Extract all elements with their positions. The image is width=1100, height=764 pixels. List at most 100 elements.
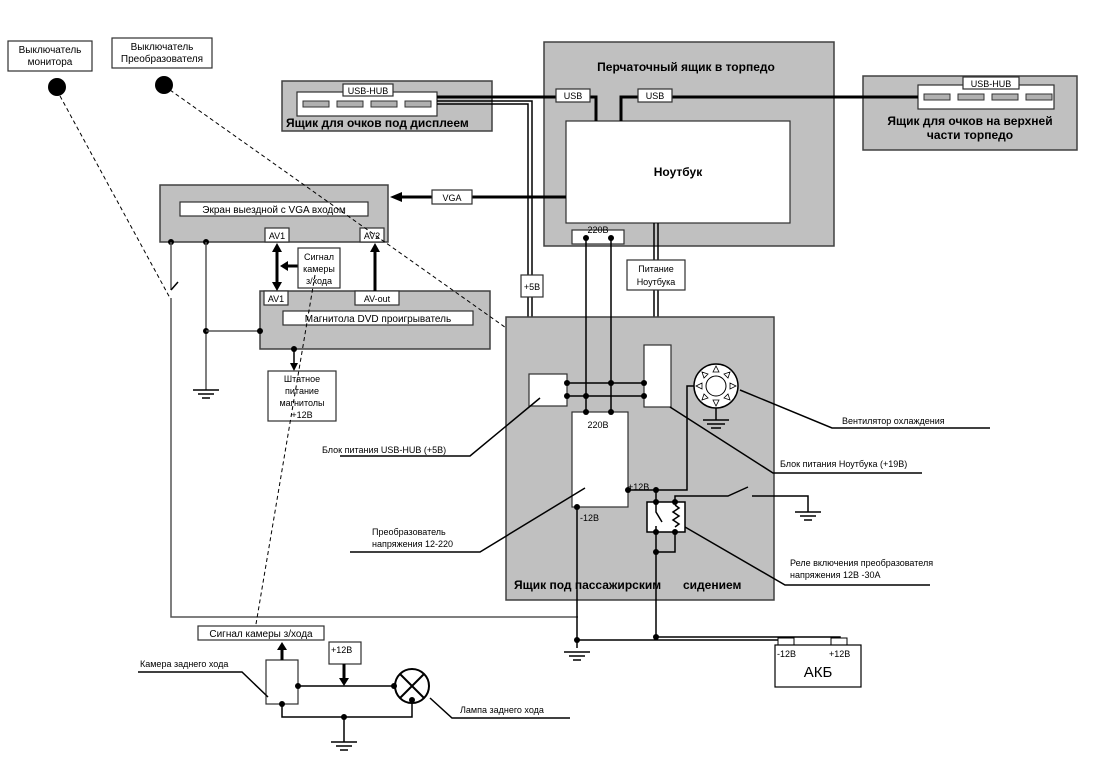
av1-screen: [264, 227, 290, 243]
usb-port: [1025, 93, 1053, 101]
av1-dvd: [263, 290, 289, 306]
vga-label: VGA: [442, 193, 461, 203]
notebook-power-box: [626, 259, 686, 291]
usb-port: [302, 100, 330, 108]
glovebox-title: Перчаточный ящик в торпедо: [597, 60, 775, 74]
usb-port: [991, 93, 1019, 101]
av1-dvd-label: AV1: [268, 294, 284, 304]
notebook: [565, 120, 791, 224]
converter-callout: Преобразователь: [372, 527, 446, 537]
vga-arrow-icon: [390, 192, 402, 202]
usb-wire-right: [619, 95, 918, 121]
converter-switch-label-box: [111, 37, 213, 69]
top-glasses-box: USB-HUB Ящик для очков на верхней части …: [862, 75, 1078, 151]
plus12-camera-label: +12В: [331, 645, 352, 655]
rear-camera-callout: Камера заднего хода: [140, 659, 228, 669]
rear-camera: [265, 659, 299, 705]
monitor-switch: Выключатель монитора: [7, 40, 93, 96]
relay-callout: Реле включения преобразователя: [790, 558, 933, 568]
usb-hub-right-label-box: [962, 76, 1020, 90]
ground-icon: [331, 741, 357, 751]
glovebox: Перчаточный ящик в торпедо Ноутбук 220В: [543, 41, 835, 247]
camera-signal-text: Сигнал: [304, 252, 334, 262]
converter-220v-label: 220В: [587, 420, 608, 430]
camera-signal-text: з/хода: [306, 276, 332, 286]
seat-box-title-2: сидением: [683, 578, 741, 592]
usb-port: [923, 93, 951, 101]
ground-icon: [193, 389, 219, 399]
av2-screen: [359, 227, 385, 243]
usb-port: [404, 100, 432, 108]
av-out: [354, 290, 400, 306]
converter-minus12-label: -12В: [580, 513, 599, 523]
vga-label-box: [431, 189, 473, 205]
battery: -12В +12В АКБ: [774, 637, 862, 688]
camera-signal-full-box: [197, 625, 325, 641]
notebook-psu-callout: Блок питания Ноутбука (+19В): [780, 459, 907, 469]
converter-switch-knob: [155, 76, 173, 94]
plus5v-label: +5В: [524, 282, 540, 292]
usb-label-right: USB: [646, 91, 665, 101]
converter-switch-label-2: Преобразователя: [121, 53, 203, 65]
av-out-label: AV-out: [364, 294, 391, 304]
top-box-title-2: части торпедо: [927, 128, 1013, 142]
battery-minus-label: -12В: [777, 649, 796, 659]
relay-callout-2: напряжения 12В -30А: [790, 570, 881, 580]
dvd-player: Магнитола DVD проигрыватель AV1 AV-out: [259, 290, 491, 350]
monitor-switch-link: [59, 95, 171, 299]
rear-lamp-callout: Лампа заднего хода: [460, 705, 544, 715]
usb-hub-right-label: USB-HUB: [971, 79, 1012, 89]
display-glasses-box: USB-HUB Ящик для очков под дисплеем: [281, 80, 493, 132]
usb-wire-5v-a: [437, 100, 533, 320]
converter-switch-label: Выключатель: [131, 42, 194, 53]
av1-screen-label: AV1: [269, 231, 285, 241]
top-box-title: Ящик для очков на верхней: [887, 114, 1052, 128]
converter-plus12-label: +12В: [628, 482, 649, 492]
camera-signal-full-label: Сигнал камеры з/хода: [209, 629, 313, 640]
dvd-label: Магнитола DVD проигрыватель: [305, 314, 451, 325]
usb-hub-left-label-box: [342, 83, 394, 97]
notebook-label: Ноутбук: [654, 165, 703, 179]
converter-callout-2: напряжения 12-220: [372, 539, 453, 549]
usb-port: [336, 100, 364, 108]
ground-icon: [795, 511, 821, 521]
usb-label-right-box: [637, 88, 673, 103]
converter-switch: Выключатель Преобразователя: [111, 37, 213, 94]
std-power-text: питание: [285, 386, 319, 396]
std-power-text: +12В: [291, 410, 312, 420]
passenger-seat-box: Ящик под пассажирским сидением: [505, 316, 775, 601]
usb-port: [370, 100, 398, 108]
monitor-switch-label: Выключатель: [19, 45, 82, 56]
notebook-psu: [643, 344, 672, 408]
monitor-switch-label-2: монитора: [28, 57, 73, 68]
voltage-converter: [571, 411, 629, 508]
monitor-switch-label-box: [7, 40, 93, 72]
screen-label: Экран выездной с VGA входом: [202, 205, 346, 216]
seat-box-title: Ящик под пассажирским: [514, 578, 661, 592]
plus5v-box: [520, 274, 544, 298]
camera-signal-text: камеры: [303, 264, 335, 274]
notebook-power-text: Ноутбука: [637, 277, 676, 287]
220v-socket-label: 220В: [587, 225, 608, 235]
battery-plus-label: +12В: [829, 649, 850, 659]
monitor-switch-knob: [48, 78, 66, 96]
camera-signal-box: [297, 247, 341, 289]
usb-psu-callout: Блок питания USB-HUB (+5В): [322, 445, 446, 455]
fan-callout: Вентилятор охлаждения: [842, 416, 945, 426]
battery-label: АКБ: [804, 664, 833, 681]
main-power-line: [170, 298, 578, 618]
fan-icon: [693, 363, 739, 429]
notebook-power-text: Питание: [638, 264, 674, 274]
std-power-box: [267, 370, 337, 422]
av2-screen-label: AV2: [364, 231, 380, 241]
usb-label-left: USB: [564, 91, 583, 101]
usb-hub-left-label: USB-HUB: [348, 86, 389, 96]
display-box-title: Ящик для очков под дисплеем: [286, 116, 469, 130]
std-power-text: Штатное: [284, 374, 320, 384]
relay: [646, 499, 686, 535]
std-power-text: магнитолы: [279, 398, 324, 408]
usb-psu: [528, 373, 568, 407]
usb-label-left-box: [555, 88, 591, 103]
usb-wire-left: [437, 95, 598, 121]
